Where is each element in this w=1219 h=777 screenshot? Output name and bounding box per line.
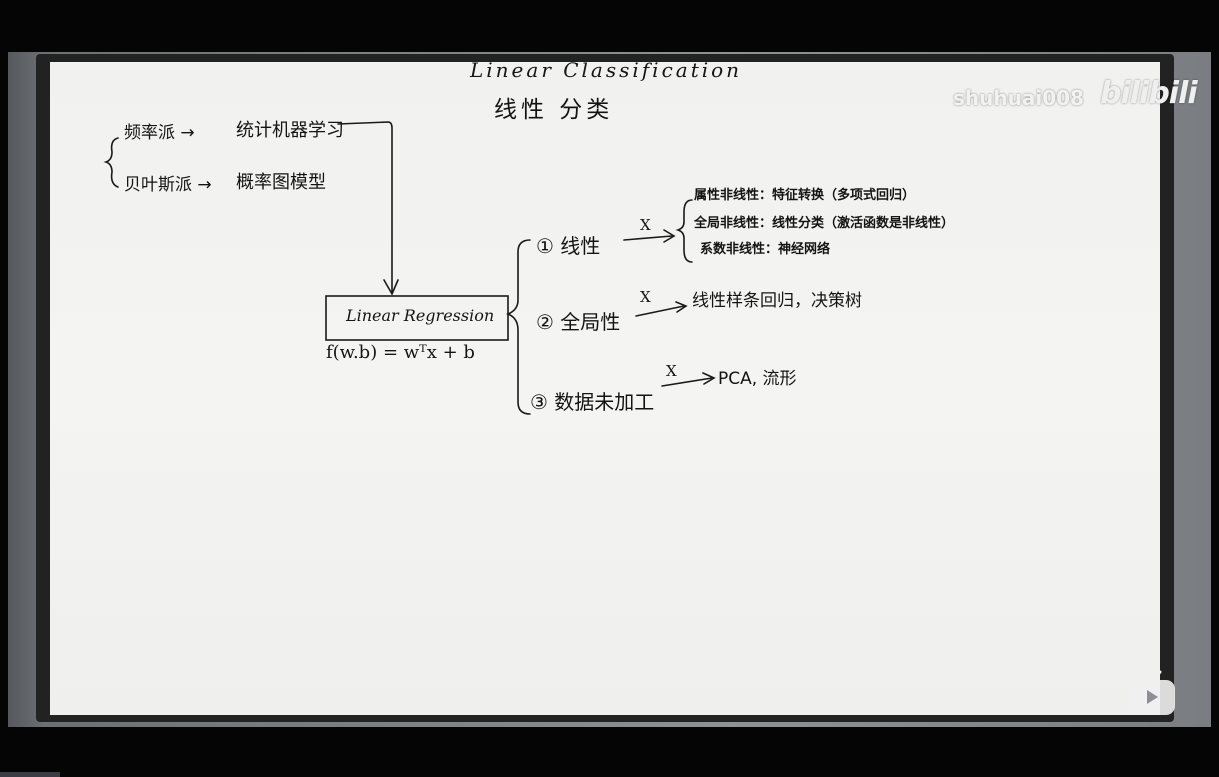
school-bayesian: 贝叶斯派 → [124, 175, 212, 195]
branch-linear-mark: X [640, 216, 651, 234]
whiteboard [50, 62, 1160, 715]
sub-item-attribute: 属性非线性：特征转换（多项式回归） [694, 188, 916, 203]
connector-line [337, 121, 393, 293]
branch-global-result: 线性样条回归，决策树 [692, 291, 862, 311]
uploader-watermark: shuhuai008 [953, 86, 1084, 110]
school-brace [103, 137, 119, 188]
branches-bracket [505, 239, 531, 415]
bilibili-tv-icon [1124, 668, 1178, 718]
title-english: Linear Classification [470, 58, 743, 82]
linear-regression-label: Linear Regression [346, 306, 495, 325]
regression-formula: f(w.b) = wᵀx + b [326, 342, 475, 363]
video-frame[interactable] [8, 52, 1211, 727]
branch1-arrow [623, 235, 673, 241]
branch-raw-data-mark: X [666, 362, 677, 380]
sub-item-coefficient: 系数非线性：神经网络 [700, 242, 831, 257]
sub-item-global: 全局非线性：线性分类（激活函数是非线性） [694, 216, 955, 231]
bilibili-logo-watermark: bilibili [1100, 76, 1198, 111]
branch-global-mark: X [640, 288, 651, 306]
branch-global: ② 全局性 [536, 310, 621, 334]
title-chinese: 线性 分类 [494, 97, 614, 123]
connector-arrowhead [383, 279, 399, 296]
branch-linear: ① 线性 [536, 234, 601, 258]
school-frequentist-target: 统计机器学习 [236, 120, 344, 141]
branch-raw-data-result: PCA, 流形 [718, 369, 797, 389]
sub-brace [675, 199, 693, 263]
branch3-arrow [661, 377, 713, 387]
linear-regression-box [325, 295, 509, 341]
branch-raw-data: ③ 数据未加工 [530, 390, 655, 414]
branch2-arrow [635, 305, 685, 317]
progress-bar[interactable] [0, 772, 60, 777]
school-bayesian-target: 概率图模型 [236, 172, 326, 193]
school-frequentist: 频率派 → [124, 123, 195, 143]
